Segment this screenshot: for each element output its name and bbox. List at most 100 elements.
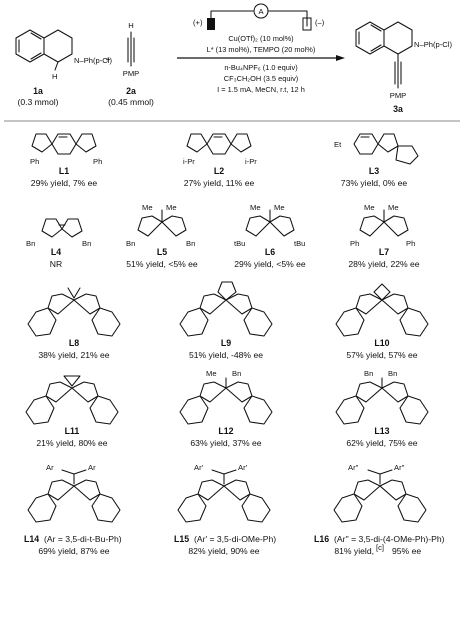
ligand-L4: Bn Bn L4 NR <box>26 218 91 269</box>
cathode-label: (–) <box>315 18 325 27</box>
ligand-L12: Me Bn L12 63% yield, 37% ee <box>179 369 273 448</box>
ligand-L6-result: 29% yield, <5% ee <box>234 259 306 269</box>
ligand-L14-sub-right: Ar <box>88 463 96 472</box>
ligand-L13-result: 62% yield, 75% ee <box>346 438 417 448</box>
ligand-L7-sub-me-left: Me <box>364 203 375 212</box>
cathode-icon <box>302 17 312 31</box>
ammeter-symbol: A <box>258 7 264 16</box>
product-3a-aryl: N–Ph(p-Cl) <box>414 40 452 49</box>
ligand-L5: Me Me Bn Bn L5 51% yield, <5% ee <box>126 203 198 269</box>
ligand-L16-label: L16 <box>314 534 329 544</box>
reaction-scheme: H N–Ph(p-Cl) 1a (0.3 mmol) + H PMP 2a (0… <box>15 3 452 114</box>
reactant-1a-structure: H N–Ph(p-Cl) <box>15 29 112 81</box>
ligand-L16-result-ee: 95% ee <box>392 546 421 556</box>
reaction-arrowhead <box>336 55 345 61</box>
ligand-L16-desc: (Ar'' = 3,5-di-(4-OMe-Ph)-Ph) <box>334 534 445 544</box>
ligand-L13-label: L13 <box>374 426 389 436</box>
reactant-2a-label: 2a <box>126 86 136 96</box>
reactant-1a-h: H <box>52 72 57 81</box>
ligand-L2-label: L2 <box>214 166 224 176</box>
ligand-L3: Et L3 73% yield, 0% ee <box>334 133 419 188</box>
ligand-L2: i-Pr i-Pr L2 27% yield, 11% ee <box>183 133 257 188</box>
ligand-L12-sub-right: Bn <box>232 369 241 378</box>
ligand-L8-label: L8 <box>69 338 79 348</box>
ligand-L15-desc: (Ar' = 3,5-di-OMe-Ph) <box>194 534 276 544</box>
ligand-L16-sub-left: Ar'' <box>348 463 359 472</box>
ligand-L16: Ar'' Ar'' L16 (Ar'' = 3,5-di-(4-OMe-Ph)-… <box>314 463 445 556</box>
ligand-L7-sub-me-right: Me <box>388 203 399 212</box>
ligand-L9-label: L9 <box>221 338 231 348</box>
ligand-L13: Bn Bn L13 62% yield, 75% ee <box>335 369 429 448</box>
reactant-2a-h: H <box>128 21 133 30</box>
ligand-L1: Ph Ph L1 29% yield, 7% ee <box>30 133 102 188</box>
ligand-L15: Ar' Ar' L15 (Ar' = 3,5-di-OMe-Ph) 82% yi… <box>174 463 276 556</box>
ligand-L3-label: L3 <box>369 166 379 176</box>
ligand-L5-sub-me-right: Me <box>166 203 177 212</box>
ligand-L2-sub-right: i-Pr <box>245 157 257 166</box>
ligand-L10: L10 57% yield, 57% ee <box>335 283 429 360</box>
ligand-L15-label: L15 <box>174 534 189 544</box>
ligand-L14-result: 69% yield, 87% ee <box>38 546 109 556</box>
reactant-2a-amount: (0.45 mmol) <box>108 97 154 107</box>
ligand-L7-label: L7 <box>379 247 389 257</box>
ligand-L6: Me Me tBu tBu L6 29% yield, <5% ee <box>234 203 306 269</box>
ligand-L11-label: L11 <box>65 426 80 436</box>
ligand-L13-sub-right: Bn <box>388 369 397 378</box>
ligand-L8-result: 38% yield, 21% ee <box>38 350 109 360</box>
ligand-L5-sub-bn-right: Bn <box>186 239 195 248</box>
ligand-L14-desc: (Ar = 3,5-di-t-Bu-Ph) <box>44 534 122 544</box>
condition-electrolysis: I = 1.5 mA, MeCN, r.t, 12 h <box>217 85 305 94</box>
ligand-L7-sub-ph-left: Ph <box>350 239 359 248</box>
ligand-L16-sub-right: Ar'' <box>394 463 405 472</box>
ligand-L14-sub-left: Ar <box>46 463 54 472</box>
ligand-L13-sub-left: Bn <box>364 369 373 378</box>
ligand-L1-sub-left: Ph <box>30 157 39 166</box>
ligand-L5-label: L5 <box>157 247 167 257</box>
ligand-L3-sub: Et <box>334 140 342 149</box>
ligand-L15-result: 82% yield, 90% ee <box>188 546 259 556</box>
condition-additive: CF₃CH₂OH (3.5 equiv) <box>224 74 298 83</box>
ligand-L6-label: L6 <box>265 247 275 257</box>
ligand-L11-result: 21% yield, 80% ee <box>36 438 107 448</box>
condition-electrolyte: n-Bu₄NPF₆ (1.0 equiv) <box>224 63 297 72</box>
ligand-L16-note: [c] <box>376 543 384 552</box>
ligand-L10-result: 57% yield, 57% ee <box>346 350 417 360</box>
ligand-L6-sub-me-left: Me <box>250 203 261 212</box>
electrochemical-cell-icon: A (+) (–) <box>193 3 325 31</box>
ligand-L5-sub-bn-left: Bn <box>126 239 135 248</box>
ligand-L11: L11 21% yield, 80% ee <box>25 375 119 448</box>
reactant-2a-pmp: PMP <box>123 69 139 78</box>
reactant-2a-structure: H PMP <box>123 21 139 78</box>
ligand-L6-sub-me-right: Me <box>274 203 285 212</box>
product-3a-label: 3a <box>393 104 403 114</box>
ligand-L12-sub-left: Me <box>206 369 217 378</box>
ligand-L4-sub-right: Bn <box>82 239 91 248</box>
ligand-L3-result: 73% yield, 0% ee <box>341 178 408 188</box>
ligand-L7: Me Me Ph Ph L7 28% yield, 22% ee <box>348 203 419 269</box>
ligand-L14: Ar Ar L14 (Ar = 3,5-di-t-Bu-Ph) 69% yiel… <box>24 463 122 556</box>
ligand-L9: L9 51% yield, -48% ee <box>179 281 273 360</box>
ligand-L6-sub-tbu-left: tBu <box>234 239 245 248</box>
ligand-L1-label: L1 <box>59 166 69 176</box>
anode-icon <box>207 18 215 30</box>
ligand-L15-sub-left: Ar' <box>194 463 204 472</box>
ligand-L9-result: 51% yield, -48% ee <box>189 350 263 360</box>
ligand-L16-result: 81% yield, <box>334 546 374 556</box>
ligand-L10-label: L10 <box>374 338 389 348</box>
ligand-L12-result: 63% yield, 37% ee <box>190 438 261 448</box>
condition-catalyst: Cu(OTf)₂ (10 mol%) <box>228 34 293 43</box>
ligand-L2-sub-left: i-Pr <box>183 157 195 166</box>
ligand-L5-result: 51% yield, <5% ee <box>126 259 198 269</box>
reactant-1a-aryl: N–Ph(p-Cl) <box>74 56 112 65</box>
ligand-L1-result: 29% yield, 7% ee <box>31 178 98 188</box>
ligand-L7-result: 28% yield, 22% ee <box>348 259 419 269</box>
ligand-L6-sub-tbu-right: tBu <box>294 239 305 248</box>
anode-label: (+) <box>193 18 203 27</box>
reactant-1a-label: 1a <box>33 86 43 96</box>
reactant-1a-amount: (0.3 mmol) <box>17 97 58 107</box>
ligand-L5-sub-me-left: Me <box>142 203 153 212</box>
plus-sign: + <box>105 54 110 64</box>
condition-ligand: L* (13 mol%), TEMPO (20 mol%) <box>207 45 316 54</box>
product-3a-structure: N–Ph(p-Cl) PMP <box>355 21 452 100</box>
